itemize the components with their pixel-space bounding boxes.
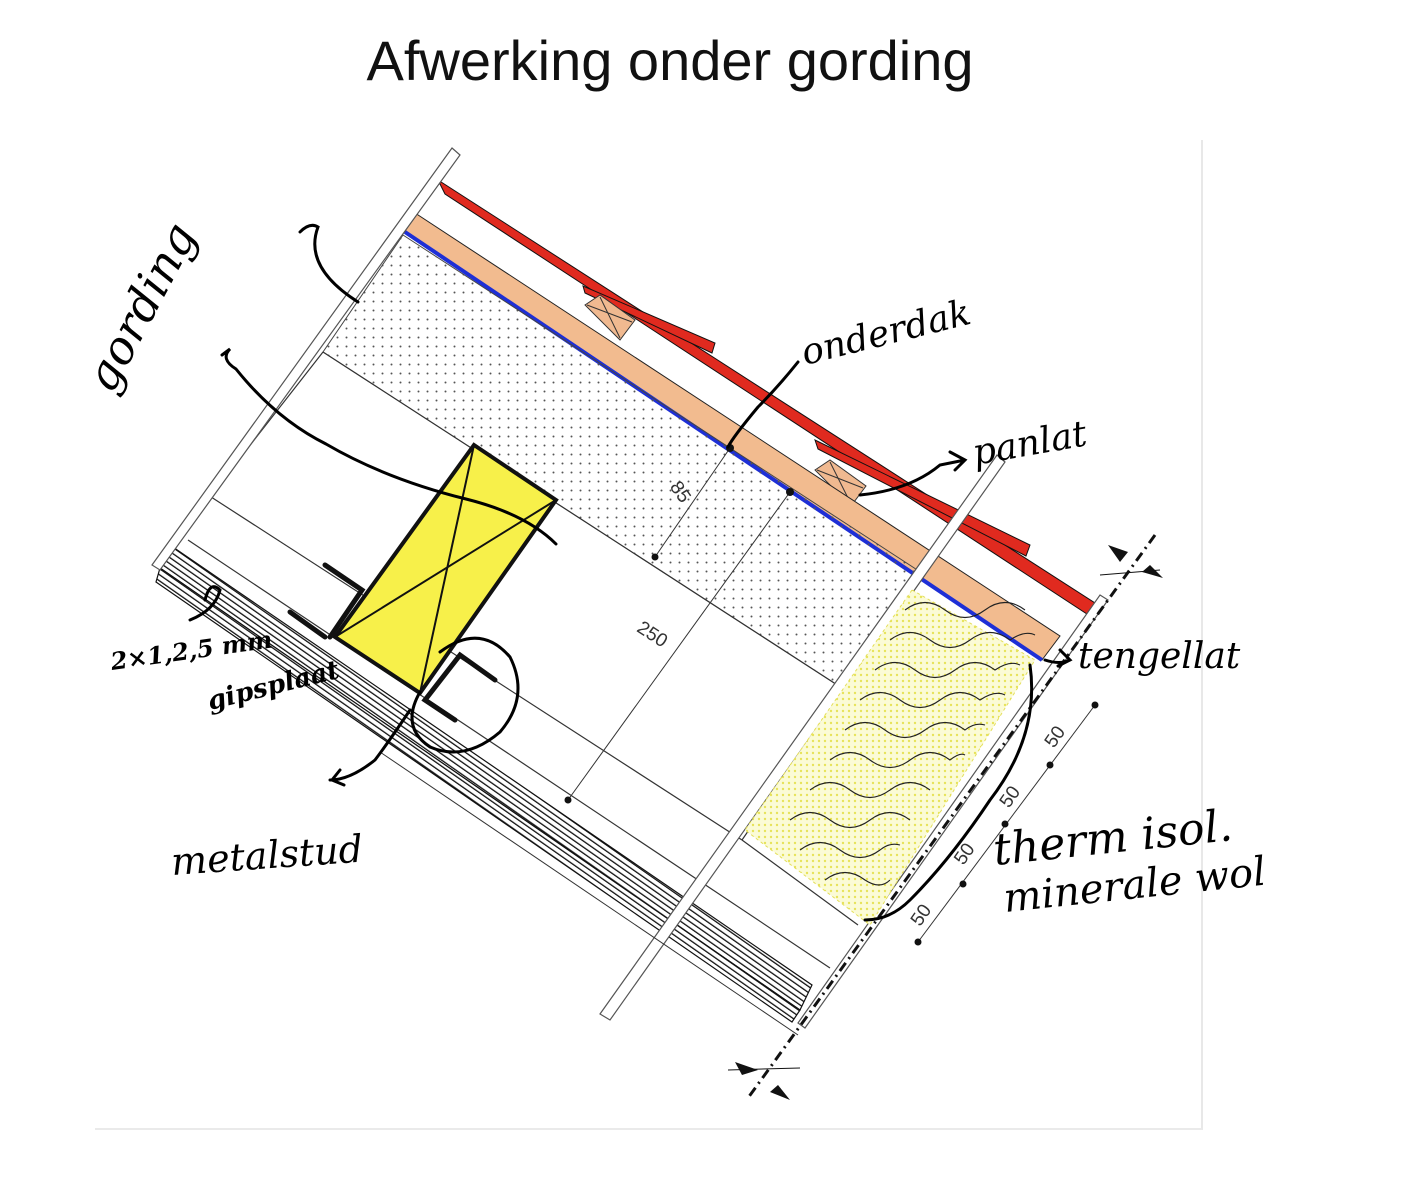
dimension-lines <box>379 447 1096 1036</box>
rafter-right <box>599 454 1006 1021</box>
label-gipsplaat: gipsplaat <box>204 655 342 717</box>
annotation-leaders <box>188 223 1073 922</box>
label-tengellat: tengellat <box>1078 636 1241 677</box>
drawing-frame <box>95 140 1203 1130</box>
dimension-50-a: 50 <box>1041 722 1070 751</box>
minerale-wol-insulation <box>744 589 1036 926</box>
label-panlat: panlat <box>969 413 1090 473</box>
label-metalstud: metalstud <box>170 827 365 884</box>
gording-purlin <box>332 442 559 696</box>
dimension-50-c: 50 <box>950 840 979 869</box>
label-onderdak: onderdak <box>797 292 975 374</box>
gipsplaat-layers <box>155 544 813 1023</box>
rafter-left <box>151 147 461 571</box>
dimension-dots <box>564 444 1099 946</box>
metalstud-profiles <box>287 562 498 723</box>
dimension-250: 250 <box>633 617 671 652</box>
label-gording: gording <box>74 214 207 400</box>
section-cut-line <box>746 534 1157 1099</box>
section-markers <box>727 545 1163 1100</box>
page-title: Afwerking onder gording <box>366 29 974 92</box>
label-gipsplaat-size: 2×1,2,5 mm <box>108 625 274 677</box>
dimension-50-d: 50 <box>907 901 936 930</box>
